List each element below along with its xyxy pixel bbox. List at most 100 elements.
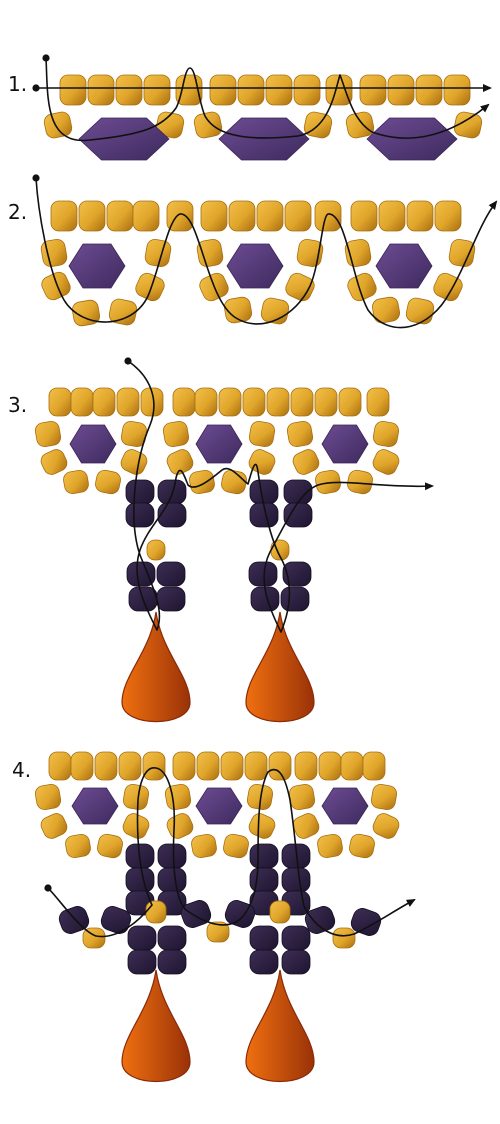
seed-bead: [97, 833, 123, 859]
seed-bead: [266, 387, 290, 417]
seed-bead: [285, 272, 315, 302]
seed-bead: [318, 751, 342, 781]
seed-bead: [269, 900, 291, 924]
seed-bead: [415, 74, 443, 106]
seed-bead: [223, 296, 253, 324]
dark-bead: [156, 586, 186, 612]
step-3-label: 3.: [8, 393, 28, 417]
seed-bead: [290, 387, 314, 417]
seed-bead: [87, 74, 115, 106]
dark-bead: [157, 949, 187, 975]
hexagon-bead: [71, 787, 119, 825]
seed-bead: [65, 833, 91, 859]
dark-bead: [157, 843, 187, 869]
dark-bead: [249, 479, 279, 505]
seed-bead: [144, 238, 172, 268]
seed-bead: [248, 420, 276, 448]
seed-bead: [48, 751, 72, 781]
seed-bead: [286, 420, 314, 448]
seed-bead: [237, 74, 265, 106]
seed-bead: [292, 449, 320, 475]
seed-bead: [34, 783, 62, 811]
hexagon-bead: [195, 424, 243, 464]
seed-bead: [95, 469, 121, 495]
dark-bead: [224, 900, 256, 928]
seed-bead: [434, 200, 462, 232]
seed-bead: [116, 387, 140, 417]
drop-bead: [121, 969, 191, 1082]
dark-bead: [249, 925, 279, 951]
hexagon-bead: [321, 787, 369, 825]
dark-bead: [157, 925, 187, 951]
seed-bead: [162, 420, 190, 448]
dark-bead: [280, 586, 310, 612]
seed-bead: [41, 271, 71, 301]
dark-bead: [157, 867, 187, 893]
hexagon-bead: [375, 243, 433, 289]
dark-bead: [126, 561, 156, 587]
seed-bead: [92, 387, 116, 417]
seed-bead: [359, 74, 387, 106]
thread-path: [45, 57, 490, 142]
dark-bead: [249, 867, 279, 893]
seed-bead: [108, 298, 138, 326]
seed-bead: [387, 74, 415, 106]
needle-start-dot: [32, 84, 40, 92]
dark-bead: [127, 925, 157, 951]
hexagon-bead: [366, 117, 458, 161]
seed-bead: [145, 900, 167, 924]
seed-bead: [206, 921, 230, 943]
seed-bead: [218, 387, 242, 417]
seed-bead: [70, 751, 94, 781]
dark-bead: [282, 561, 312, 587]
dark-bead: [283, 502, 313, 528]
seed-bead: [132, 200, 160, 232]
dark-bead: [125, 479, 155, 505]
hexagon-bead: [195, 787, 243, 825]
thread-path: [127, 360, 434, 633]
dark-bead: [157, 502, 187, 528]
dark-bead: [281, 867, 311, 893]
seed-bead: [122, 783, 150, 811]
seed-bead: [294, 751, 318, 781]
seed-bead: [194, 387, 218, 417]
seed-bead: [372, 813, 400, 839]
seed-bead: [366, 387, 390, 417]
hexagon-bead: [69, 424, 117, 464]
seed-bead: [220, 751, 244, 781]
seed-bead: [268, 751, 292, 781]
seed-bead: [70, 387, 94, 417]
seed-bead: [71, 299, 101, 327]
seed-bead: [371, 296, 401, 324]
seed-bead: [443, 74, 471, 106]
hexagon-bead: [78, 117, 170, 161]
seed-bead: [63, 469, 89, 495]
step-4-label: 4.: [12, 758, 32, 782]
thread-path: [35, 177, 498, 329]
needle-start-dot: [32, 174, 40, 182]
seed-bead: [115, 74, 143, 106]
seed-bead: [135, 272, 165, 302]
seed-bead: [94, 751, 118, 781]
seed-bead: [82, 927, 106, 949]
seed-bead: [256, 200, 284, 232]
seed-bead: [372, 420, 400, 448]
seed-bead: [189, 469, 215, 495]
drop-bead: [245, 969, 315, 1082]
seed-bead: [143, 74, 171, 106]
dark-bead: [304, 906, 336, 934]
seed-bead: [296, 238, 324, 268]
seed-bead: [293, 74, 321, 106]
seed-bead: [200, 200, 228, 232]
seed-bead: [448, 238, 476, 268]
seed-bead: [142, 751, 166, 781]
seed-bead: [349, 833, 375, 859]
seed-bead: [196, 238, 224, 268]
step-1-label: 1.: [8, 72, 28, 96]
seed-bead: [223, 833, 249, 859]
seed-bead: [314, 387, 338, 417]
seed-bead: [228, 200, 256, 232]
seed-bead: [314, 200, 342, 232]
seed-bead: [350, 200, 378, 232]
